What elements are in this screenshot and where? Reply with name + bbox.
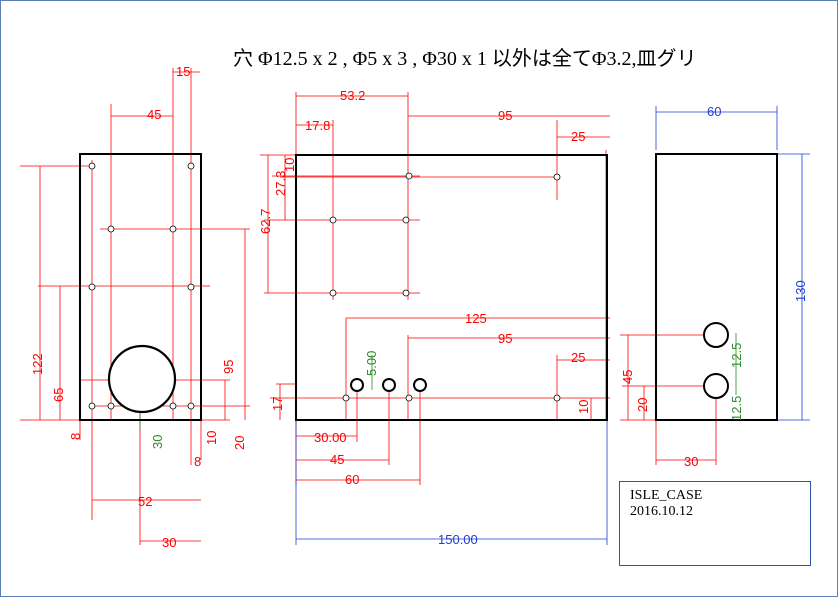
dim-25-b: 25: [571, 350, 585, 365]
dim-8b: 8: [194, 454, 201, 469]
holes: [88, 162, 729, 414]
dim-30-right: 30: [684, 454, 698, 469]
red-dimension-lines: [20, 68, 717, 545]
dim-5-00: 5.00: [364, 351, 379, 376]
dim-30-00: 30.00: [314, 430, 347, 445]
dim-150-00: 150.00: [438, 532, 478, 547]
title-name: ISLE_CASE: [630, 488, 703, 503]
dim-10a: 10: [204, 431, 219, 445]
dim-60-right: 60: [707, 104, 721, 119]
hole-phi5-3: [413, 378, 427, 392]
blue-dimension-lines: [295, 106, 810, 545]
hole-phi12-5-top: [703, 322, 729, 348]
dim-60-bottom: 60: [345, 472, 359, 487]
red-dimension-labels: 15 45 122 65 8 8 10 20 95 52 30 53.2 95 …: [30, 64, 698, 550]
front-view-outline: [295, 154, 608, 421]
left-view-outline: [79, 153, 202, 421]
dim-95-top: 95: [498, 108, 512, 123]
dim-27-3: 27.3: [273, 171, 288, 196]
dim-30-green: 30: [150, 435, 165, 449]
dim-10-b: 10: [282, 158, 297, 172]
hole-phi5-1: [350, 378, 364, 392]
dim-95-side: 95: [221, 360, 236, 374]
dim-130: 130: [793, 280, 808, 302]
dim-8a: 8: [68, 433, 83, 440]
dim-10-c: 10: [576, 400, 591, 414]
title-date: 2016.10.12: [630, 504, 693, 519]
dim-95-mid: 95: [498, 331, 512, 346]
dim-30-bottom: 30: [162, 535, 176, 550]
dim-45-top: 45: [147, 107, 161, 122]
dim-62-7: 62.7: [258, 209, 273, 234]
dim-20a: 20: [232, 436, 247, 450]
title-block: ISLE_CASE 2016.10.12: [619, 481, 811, 566]
dim-17-8: 17.8: [305, 118, 330, 133]
green-guide-lines: [139, 333, 737, 430]
hole-phi5-2: [382, 378, 396, 392]
dim-25-a: 25: [571, 129, 585, 144]
dim-12-5-b: 12.5: [729, 396, 744, 421]
dim-12-5-a: 12.5: [729, 343, 744, 368]
dim-17: 17: [270, 397, 285, 411]
dim-125: 125: [465, 311, 487, 326]
green-dimension-labels: 30 5.00 12.5 12.5: [150, 343, 744, 449]
dim-45-bottom: 45: [330, 452, 344, 467]
hole-phi30: [107, 344, 177, 414]
dim-65: 65: [51, 388, 66, 402]
dim-45-right: 45: [620, 370, 635, 384]
hole-phi12-5-bottom: [703, 373, 729, 399]
right-view-outline: [655, 153, 778, 421]
dim-122: 122: [30, 353, 45, 375]
dim-53-2: 53.2: [340, 88, 365, 103]
part-outlines: [79, 153, 778, 421]
blue-dimension-labels: 60 130 150.00: [438, 104, 808, 547]
dim-20-right: 20: [635, 398, 650, 412]
dim-52: 52: [138, 494, 152, 509]
hole-note: 穴 Φ12.5 x 2 , Φ5 x 3 , Φ30 x 1 以外は全てΦ3.2…: [233, 48, 697, 70]
dim-15: 15: [176, 64, 190, 79]
